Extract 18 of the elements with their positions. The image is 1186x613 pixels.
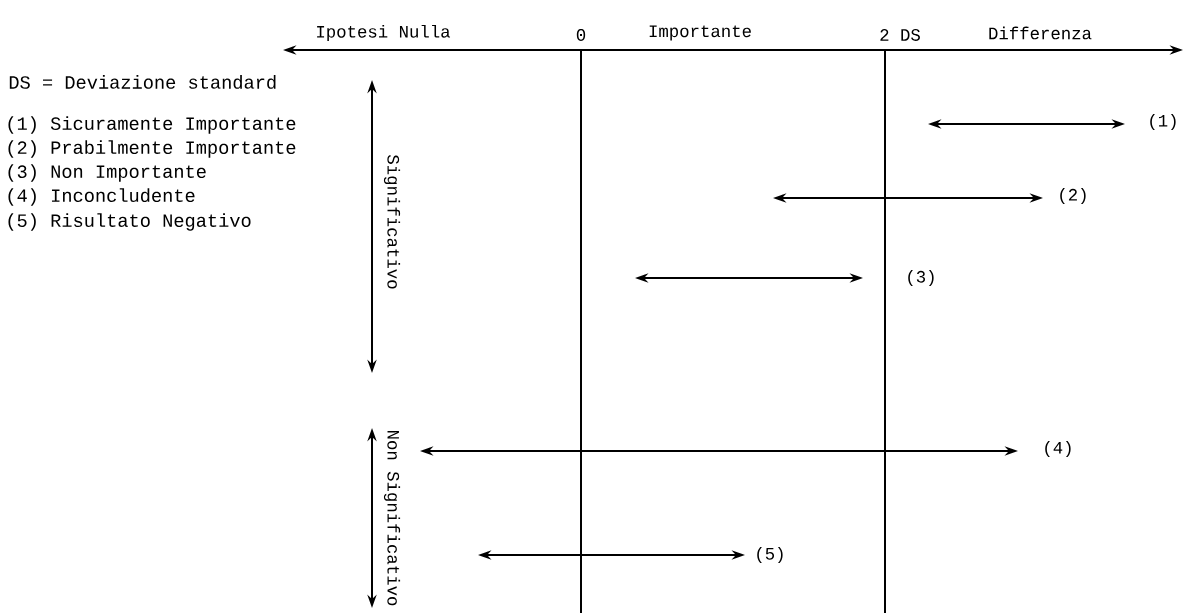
legend-text: DS = Deviazione standard — [9, 75, 276, 89]
interval-number: (2) — [1060, 187, 1086, 205]
legend-text: (4) Inconcludente — [8, 188, 195, 206]
interval-number: (5) — [757, 546, 783, 564]
interval-number: (4) — [1045, 440, 1071, 458]
interval-number: (1) — [1150, 113, 1176, 131]
axis-label: 0 — [576, 29, 586, 41]
vertical-label: Significativo — [383, 155, 401, 289]
vertical-label: Non Significativo — [383, 430, 401, 606]
axis-label: Differenza — [989, 26, 1092, 40]
legend-text: (2) Prabilmente Importante — [8, 140, 296, 158]
axis-label: 2 DS — [880, 29, 920, 41]
legend-text: (5) Risultato Negativo — [8, 213, 251, 231]
interval-number: (3) — [908, 269, 934, 287]
axis-label: Importante — [649, 25, 751, 41]
legend-text: (3) Non Importante — [8, 164, 206, 182]
axis-label: Ipotesi Nulla — [317, 24, 450, 42]
legend-text: (1) Sicuramente Importante — [8, 116, 296, 134]
